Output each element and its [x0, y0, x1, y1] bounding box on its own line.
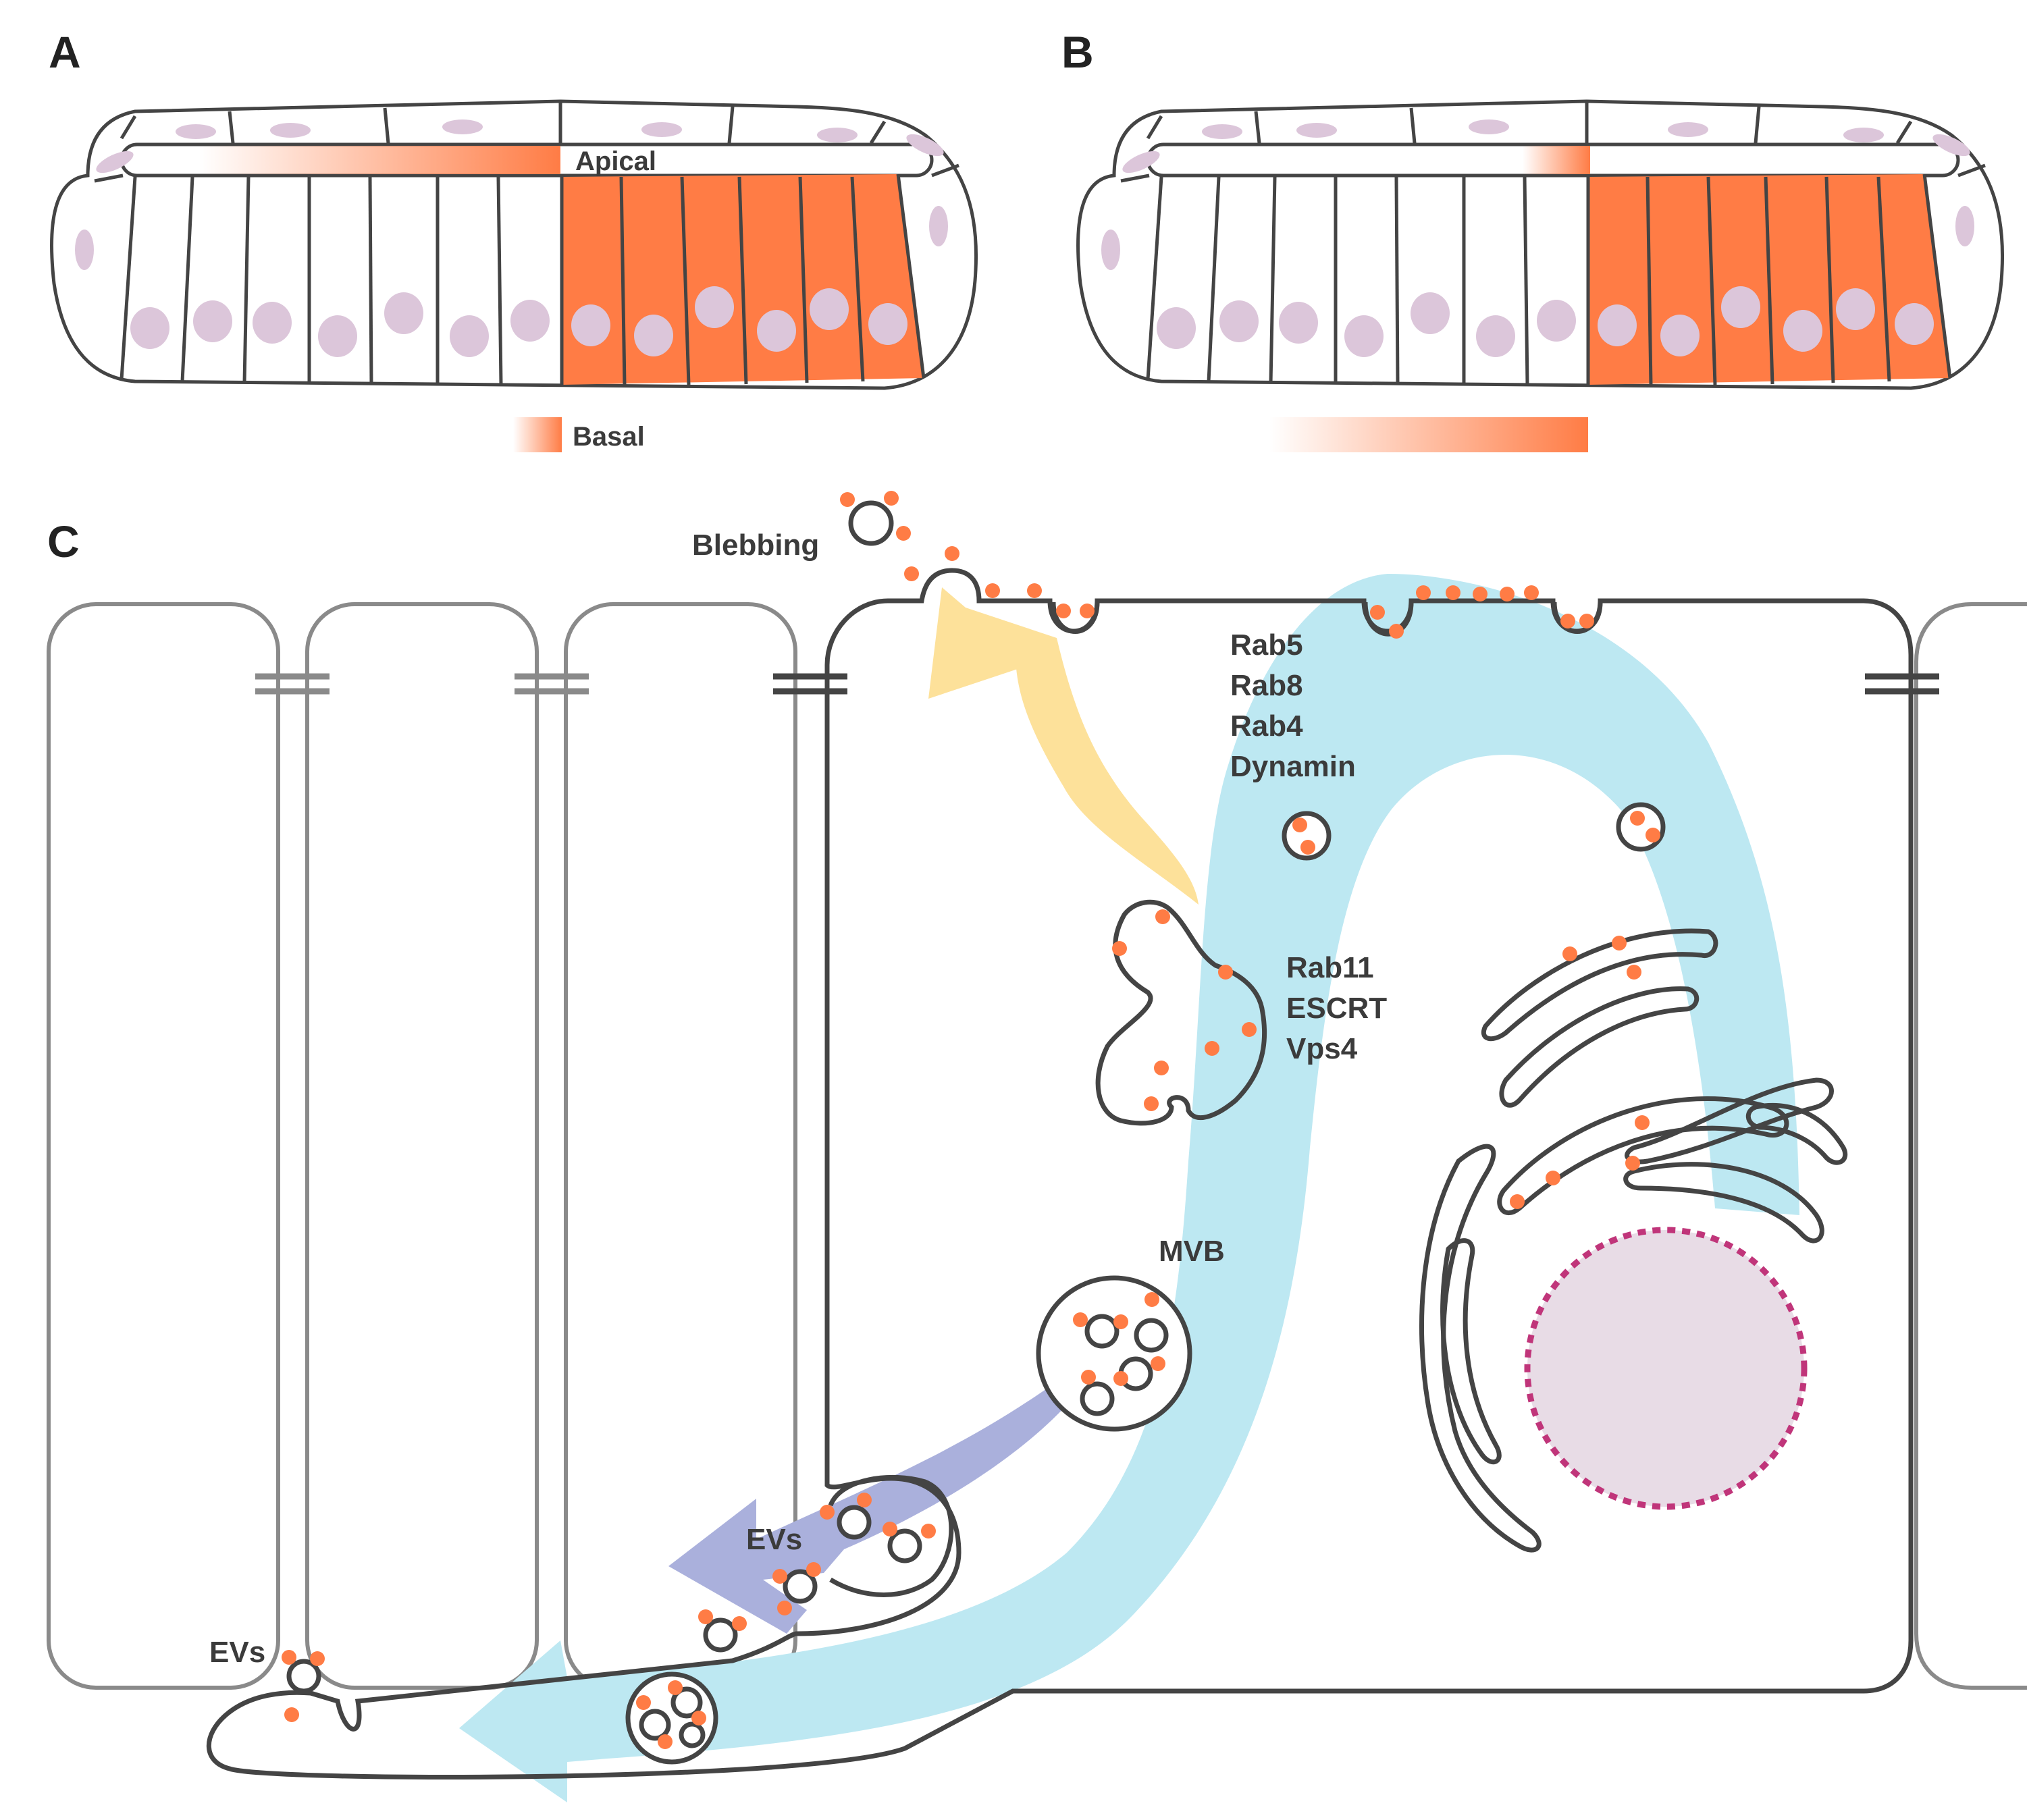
rab-group-1: Rab5 Rab8 Rab4 Dynamin: [1230, 628, 1356, 783]
apical-label: Apical: [575, 146, 656, 176]
evs-label-1: EVs: [746, 1523, 802, 1556]
panel-c: C: [47, 491, 2027, 1802]
panel-a-basal-gradient: [513, 417, 562, 452]
mvb: [1036, 1275, 1192, 1432]
rab11-label: Rab11: [1286, 951, 1374, 984]
panel-b-top-nuclei: [1101, 119, 1974, 270]
dynamin-label: Dynamin: [1230, 750, 1356, 783]
nucleus: [1524, 1227, 1808, 1510]
panel-a-cell-dividers: [120, 173, 926, 385]
basal-ev-pathway-arrow: [668, 1384, 1074, 1634]
escrt-label: ESCRT: [1286, 992, 1387, 1025]
blebbing-label: Blebbing: [692, 529, 819, 562]
panel-b-follicle-top: [1120, 103, 1986, 183]
cargo-dots: [282, 491, 1660, 1749]
rab-group-2: Rab11 ESCRT Vps4: [1286, 951, 1387, 1065]
rab4-label: Rab4: [1230, 710, 1303, 743]
mvb-intraluminal-vesicles: [1080, 1314, 1169, 1416]
panel-b-basal-gradient: [1269, 417, 1588, 452]
panel-b-label: B: [1061, 27, 1094, 77]
panel-b-columnar-nuclei: [1157, 286, 1934, 357]
panel-a-label: A: [49, 27, 81, 77]
basal-space-vesicles: [639, 1686, 706, 1748]
mvb-label: MVB: [1159, 1235, 1225, 1268]
panel-a-apical-gradient: [199, 146, 560, 174]
basal-label: Basal: [573, 422, 645, 452]
basal-ev-bud: [828, 1474, 954, 1597]
rab8-label: Rab8: [1230, 669, 1303, 702]
vps4-label: Vps4: [1286, 1032, 1358, 1065]
endosome-2: [1616, 802, 1666, 852]
golgi-apparatus: [1419, 928, 1848, 1553]
blebbing-vesicle: [848, 500, 894, 546]
apical-pits: [1051, 601, 1603, 637]
panel-a-columnar-nuclei: [130, 286, 907, 357]
recycling-endosome: [1095, 899, 1267, 1126]
blebbing-pathway-arrow: [928, 587, 1199, 905]
panel-a: A: [49, 27, 978, 452]
rab5-label: Rab5: [1230, 628, 1303, 662]
transcytosis-pathway-arrow: [459, 574, 1799, 1802]
panel-a-top-nuclei: [75, 119, 948, 270]
panel-a-follicle-top: [94, 103, 959, 183]
panel-b: B: [1061, 27, 2005, 452]
panel-b-outer-outline: [1076, 99, 2005, 390]
panel-c-label: C: [47, 516, 80, 566]
panel-b-cell-dividers: [1146, 173, 1952, 385]
panel-b-apical-gradient: [1523, 146, 1590, 174]
panel-a-outer-outline: [50, 99, 978, 390]
evs-label-2: EVs: [209, 1636, 265, 1669]
basal-evs: [286, 1505, 922, 1694]
cell-junctions: [255, 673, 1939, 695]
